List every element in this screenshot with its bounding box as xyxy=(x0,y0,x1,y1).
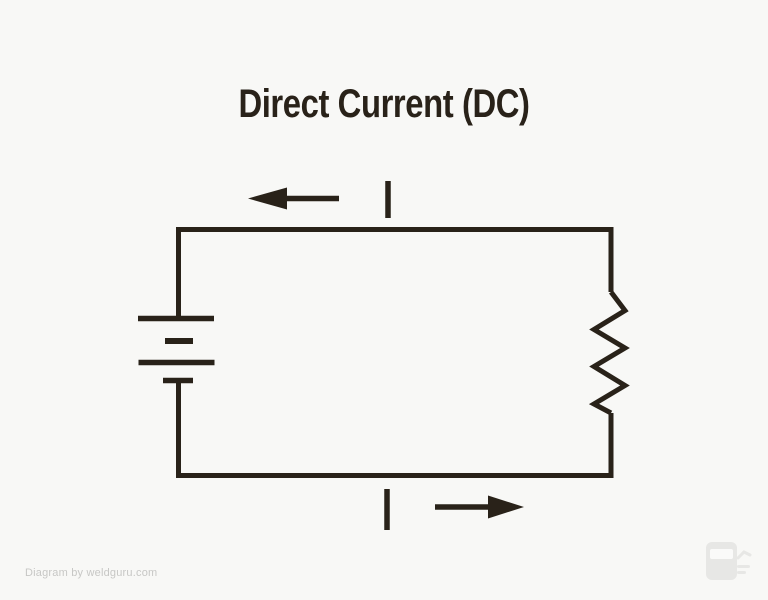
circuit-wire-bottom-loop xyxy=(176,382,614,478)
weldguru-logo-icon xyxy=(706,542,752,580)
circuit-wire-top-loop xyxy=(176,227,614,316)
diagram-title: Direct Current (DC) xyxy=(238,82,530,126)
credit-text: Diagram by weldguru.com xyxy=(25,567,158,579)
current-arrow-right-icon xyxy=(435,495,524,519)
battery-icon xyxy=(138,315,215,384)
current-arrow-left-icon xyxy=(248,187,339,210)
current-arrow-left-head xyxy=(248,187,287,210)
resistor-icon xyxy=(588,290,630,416)
current-arrow-right-head xyxy=(488,495,524,519)
